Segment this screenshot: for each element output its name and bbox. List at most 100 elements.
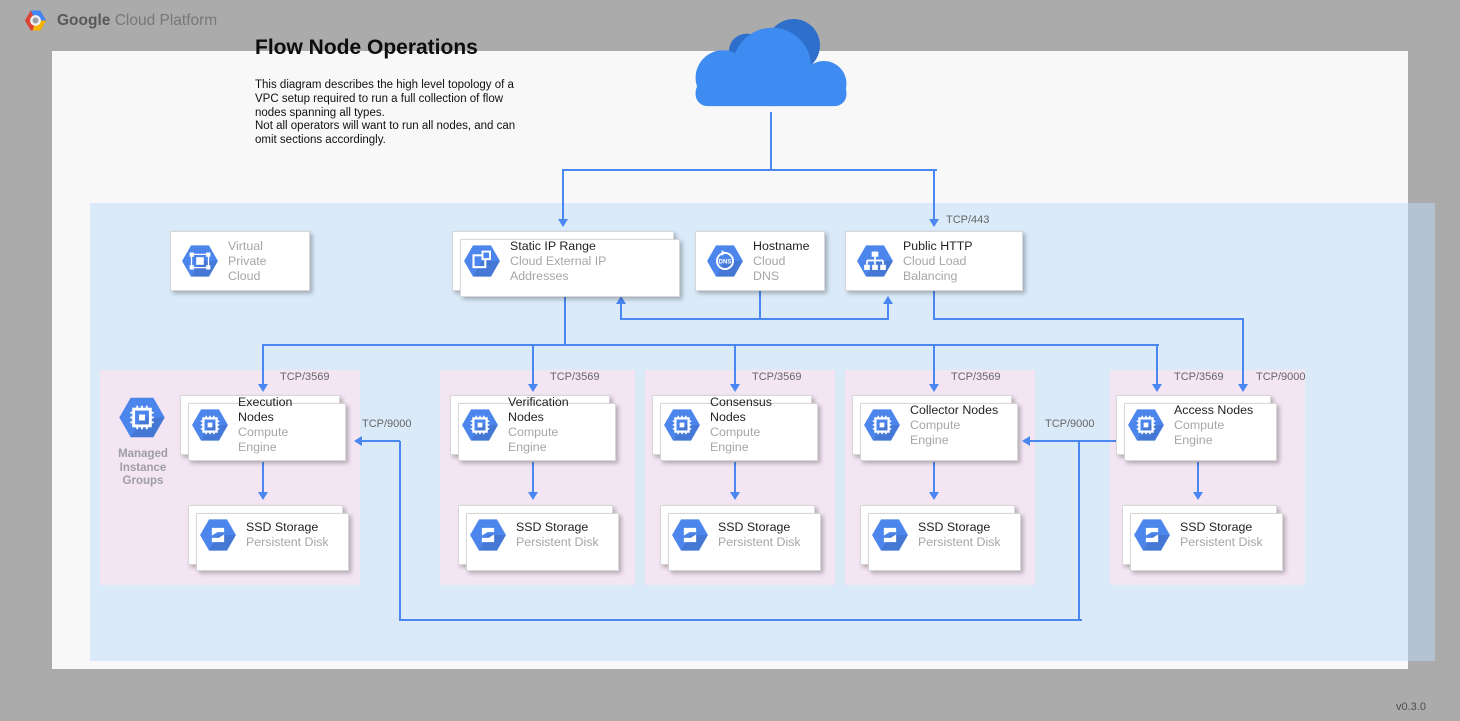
compute-engine-icon [863,408,901,442]
arrowhead [1238,384,1248,392]
port-label-tcp9000: TCP/9000 [1045,418,1095,430]
connector-line [1030,440,1136,442]
card-subtitle: Persistent Disk [1180,535,1263,549]
connector-line [564,297,566,345]
card-subtitle: Compute Engine [910,417,961,447]
card-subtitle: Persistent Disk [718,535,801,549]
compute-engine-icon [1127,408,1165,442]
card-title: SSD Storage [516,520,589,534]
instance-group-icon [118,396,166,439]
page-title: Flow Node Operations [255,36,478,59]
gcp-logo: Google Cloud Platform [22,8,217,33]
card-subtitle: Compute Engine [508,425,559,454]
port-label-tcp3569: TCP/3569 [280,371,330,383]
static-ip-card: Static IP Range Cloud External IP Addres… [452,231,680,297]
connector-line [1156,346,1158,384]
card-title: Static IP Range [510,238,596,253]
connector-line [262,346,264,384]
vpc-card: Virtual Private Cloud [170,231,310,291]
card-title: Consensus Nodes [710,395,772,424]
card-title: SSD Storage [918,520,991,534]
card-title: Virtual [228,238,263,253]
persistent-disk-icon [671,518,709,552]
card-subtitle: Persistent Disk [246,535,329,549]
card-title: SSD Storage [1180,520,1253,534]
port-label-tcp9000: TCP/9000 [1256,371,1306,383]
card-title: SSD Storage [246,520,319,534]
port-label-tcp3569: TCP/3569 [951,371,1001,383]
connector-line [933,346,935,384]
compute-engine-icon [191,408,229,442]
arrowhead [1022,436,1030,446]
connector-line [262,462,264,493]
arrowhead [354,436,362,446]
card-subtitle: Persistent Disk [516,535,599,549]
connector-line [262,344,1159,346]
connector-line [933,462,935,493]
card-title: Collector Nodes [910,402,999,417]
arrowhead [1152,384,1162,392]
connector-line [770,112,772,170]
card-title: Hostname [753,238,810,253]
card-subtitle: Persistent Disk [918,535,1001,549]
connector-line [532,346,534,384]
connector-line [933,171,935,219]
arrowhead [883,296,893,304]
arrowhead [730,492,740,500]
connector-line [1197,462,1199,493]
arrowhead [558,219,568,227]
connector-line [399,441,401,621]
connector-line [1242,320,1244,386]
connector-line [562,171,564,219]
connector-line [620,318,889,320]
arrowhead [929,492,939,500]
persistent-disk-icon [199,518,237,552]
arrowhead [528,492,538,500]
dns-icon: DNS [706,244,744,278]
card-subtitle: Compute Engine [238,425,289,454]
arrowhead [258,384,268,392]
persistent-disk-icon [469,518,507,552]
card-title: Access Nodes [1174,402,1254,417]
card-title: Verification Nodes [508,395,569,424]
port-label-tcp3569: TCP/3569 [752,371,802,383]
port-label-tcp3569: TCP/3569 [1174,371,1224,383]
connector-line [362,440,400,442]
arrowhead [528,384,538,392]
public-http-card: Public HTTP Cloud Load Balancing [845,231,1023,291]
svg-text:DNS: DNS [719,258,732,265]
connector-line [734,346,736,384]
arrowhead [1193,492,1203,500]
port-label-tcp9000: TCP/9000 [362,418,412,430]
cloud-icon [695,18,847,107]
compute-engine-icon [663,408,701,442]
connector-line [532,462,534,493]
arrowhead [616,296,626,304]
load-balancer-icon [856,244,894,278]
arrowhead [258,492,268,500]
arrowhead [929,219,939,227]
page-description: This diagram describes the high level to… [255,79,516,147]
connector-line [562,169,937,171]
card-title: SSD Storage [718,520,791,534]
port-label-tcp3569: TCP/3569 [550,371,600,383]
managed-instance-groups-label: Managed Instance Groups [118,448,168,487]
connector-line [1078,442,1080,620]
card-subtitle: Cloud Load Balancing [903,253,967,283]
connector-line [620,304,622,319]
persistent-disk-icon [1133,518,1171,552]
external-ip-icon [463,244,501,278]
card-subtitle: Compute Engine [1174,417,1225,447]
compute-engine-icon [461,408,499,442]
connector-line [933,318,1244,320]
connector-line [734,462,736,493]
gcp-logo-hexagon-icon [24,10,47,31]
